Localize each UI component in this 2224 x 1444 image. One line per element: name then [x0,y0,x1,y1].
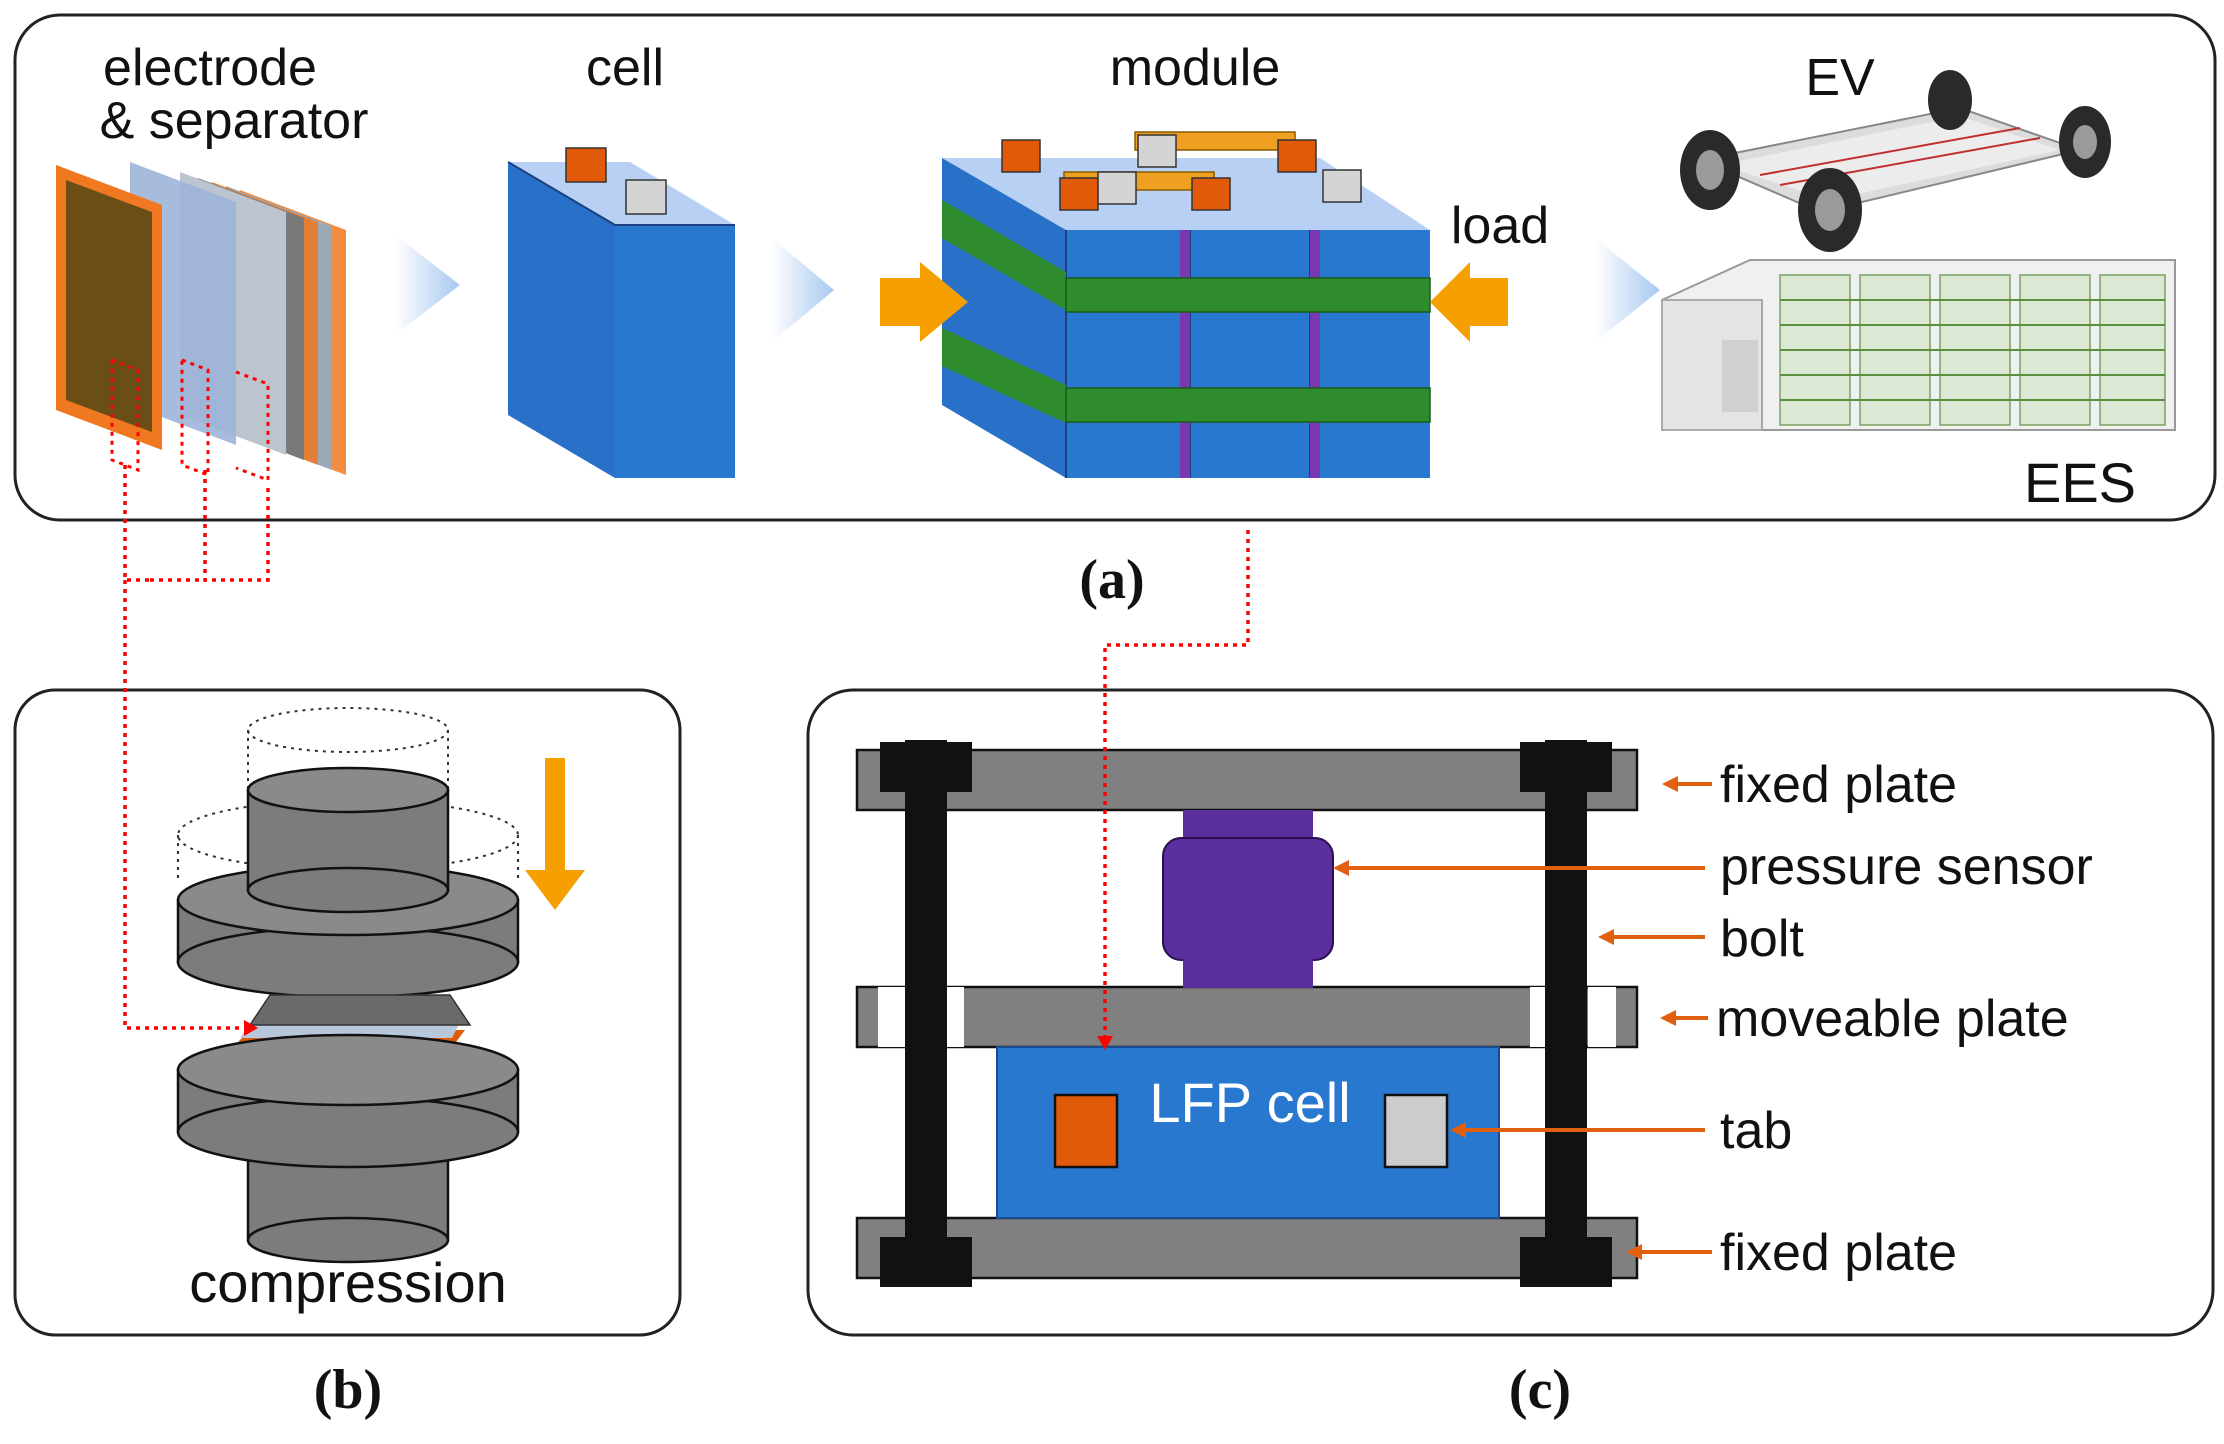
compression-arrow-icon [525,758,585,910]
callout-pressure-sensor: pressure sensor [1720,838,2093,896]
fixed-plate-top [855,748,1639,812]
red-dotted-connectors [123,465,1250,1040]
load-arrow-left [880,262,968,342]
label-electrode: electrode [103,39,317,97]
pressure-sensor [1162,810,1334,988]
callout-tab: tab [1720,1102,1792,1160]
label-separator: & separator [100,92,369,150]
ev-chassis-illustration [1680,70,2111,252]
label-module: module [1110,39,1281,97]
flow-arrow-2 [772,238,834,342]
tab-gray [1383,1093,1449,1169]
label-load: load [1451,197,1549,255]
callout-fixed-plate-bottom: fixed plate [1720,1224,1957,1282]
panel-b [13,688,682,1337]
cell-illustration [507,147,735,478]
cell-tab-orange [565,147,607,183]
callout-fixed-plate-top: fixed plate [1720,756,1957,814]
leader-arrows [1333,776,1712,1260]
bolt-left [880,740,972,1287]
callout-bolt: bolt [1720,910,1804,968]
top-press-die [176,766,520,999]
caption-c: (c) [1509,1359,1571,1421]
tab-orange [1053,1093,1119,1169]
load-arrow-right [1430,262,1508,342]
bolt-right [1520,740,1612,1287]
callout-moveable-plate: moveable plate [1716,990,2069,1048]
panel-a: electrode & separator cell [13,13,2217,522]
panel-c: LFP cell fixed plate pressure sensor bol… [806,688,2215,1337]
ees-container-illustration [1661,259,2176,431]
connector-arrowhead-b [244,1020,258,1036]
label-ees: EES [2024,451,2136,514]
bottom-press-die [176,1033,520,1264]
lfp-cell-label: LFP cell [1149,1071,1350,1134]
electrode-stack [56,162,346,483]
flow-arrow-1 [395,235,460,335]
connector-arrowhead-c [1097,1036,1113,1050]
label-compression: compression [189,1251,506,1314]
cell-tab-gray [625,179,667,215]
caption-b: (b) [314,1359,382,1421]
module-illustration [880,131,1508,478]
moveable-plate [855,985,1639,1049]
label-ev: EV [1805,49,1875,107]
flow-arrow-3 [1595,238,1660,342]
label-cell: cell [586,39,664,97]
caption-a: (a) [1079,549,1144,611]
